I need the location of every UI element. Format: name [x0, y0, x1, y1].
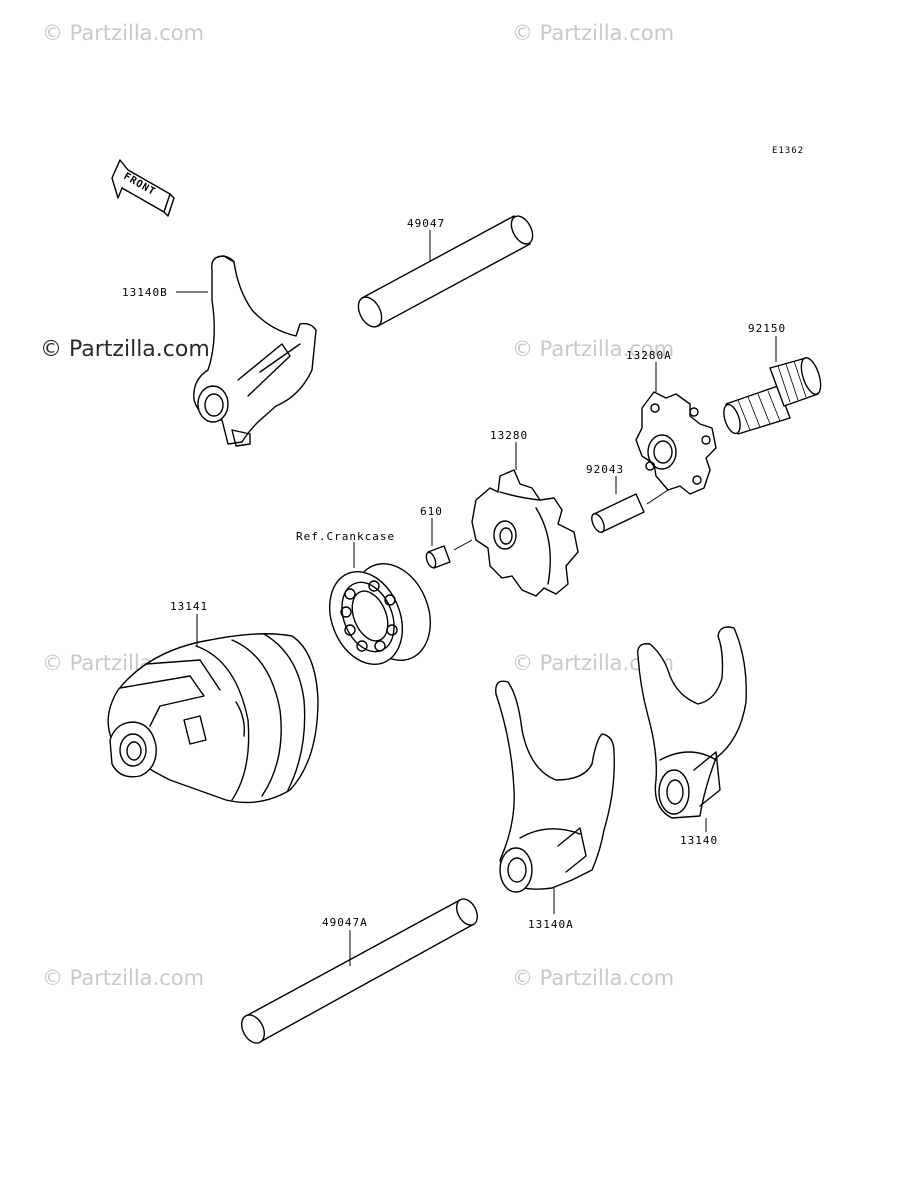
- leader-line: [453, 539, 473, 551]
- part-label-13280: 13280: [490, 429, 528, 442]
- star-plate-13280A: [635, 391, 717, 495]
- part-label-92043: 92043: [586, 463, 624, 476]
- watermark: © Partzilla.com: [42, 21, 204, 45]
- watermark: © Partzilla.com: [42, 966, 204, 990]
- watermark: © Partzilla.com: [40, 337, 210, 362]
- part-label-49047A: 49047A: [322, 916, 368, 929]
- part-label-13141: 13141: [170, 600, 208, 613]
- bolt-92150: [723, 357, 822, 435]
- watermark: © Partzilla.com: [512, 337, 674, 361]
- watermark: © Partzilla.com: [512, 21, 674, 45]
- star-cam-13280: [471, 469, 579, 597]
- part-label-13140B: 13140B: [122, 286, 168, 299]
- part-label-92150: 92150: [748, 322, 786, 335]
- shaft-49047A: [241, 898, 479, 1044]
- shift-fork-13140B: [193, 255, 317, 447]
- dowel-pin-610: [425, 545, 451, 569]
- shift-fork-13140: [637, 626, 747, 819]
- part-label-ref-crankcase: Ref.Crankcase: [296, 530, 395, 543]
- part-label-13140A: 13140A: [528, 918, 574, 931]
- pin-92043: [591, 493, 645, 534]
- part-label-610: 610: [420, 505, 443, 518]
- shift-drum-13141: [107, 633, 319, 804]
- front-arrow-icon: FRONT: [111, 159, 175, 217]
- watermark: © Partzilla.com: [512, 966, 674, 990]
- part-label-13280A: 13280A: [626, 349, 672, 362]
- part-label-13140: 13140: [680, 834, 718, 847]
- bearing-ref-crankcase: [329, 563, 431, 665]
- shaft-49047: [357, 215, 534, 328]
- leader-line: [646, 489, 669, 505]
- part-label-49047: 49047: [407, 217, 445, 230]
- shift-fork-13140A: [495, 680, 615, 893]
- diagram-code: E1362: [772, 146, 804, 156]
